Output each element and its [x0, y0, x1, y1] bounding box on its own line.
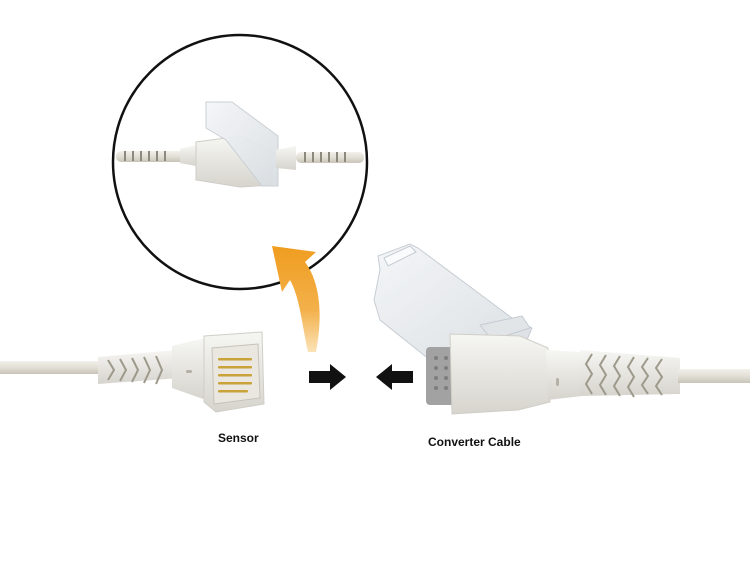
inset-circle [111, 33, 369, 291]
arrow-right-icon [309, 364, 346, 390]
curved-arrow-icon [272, 246, 320, 352]
converter-cable-label: Converter Cable [428, 435, 521, 449]
sensor-connector [0, 331, 265, 413]
arrow-left-icon [376, 364, 413, 390]
sensor-label: Sensor [218, 431, 259, 445]
converter-connector [373, 243, 750, 415]
